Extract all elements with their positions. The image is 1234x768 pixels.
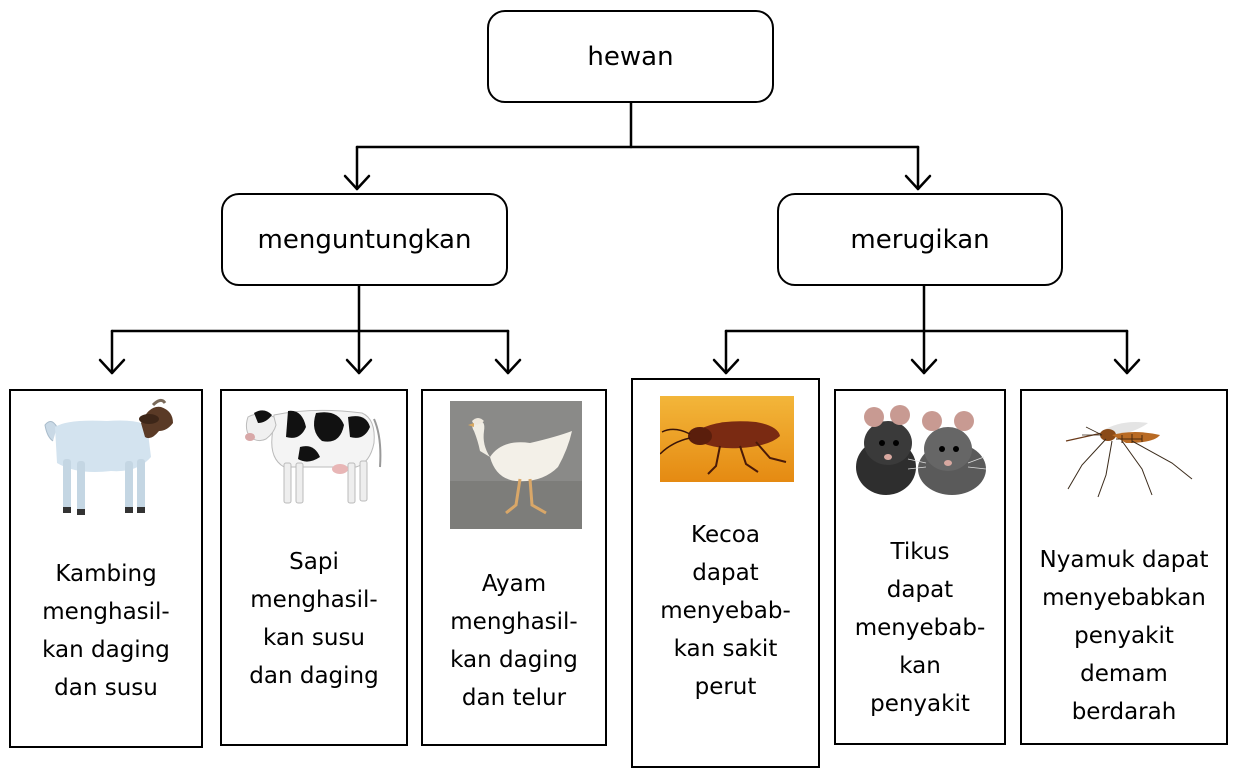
cockroach-text-line: kan sakit (673, 636, 778, 662)
animal-card-goat: Kambing menghasil- kan daging dan susu (9, 389, 203, 748)
mosquito-text-line: Nyamuk dapat (1039, 547, 1209, 573)
animal-card-chicken: Ayam menghasil- kan daging dan telur (421, 389, 607, 746)
mosquito-text-line: berdarah (1071, 699, 1177, 725)
mosquito-image (1042, 405, 1210, 501)
rat-text-line: dapat (886, 577, 954, 603)
cockroach-text-line: dapat (692, 560, 759, 586)
rat-description: Tikus dapat menyebab- kan penyakit (840, 533, 1000, 723)
chicken-text-line: kan daging (450, 647, 578, 673)
rat-text-line: Tikus (890, 539, 950, 565)
goat-image (37, 397, 177, 519)
category-label-harmful: merugikan (850, 224, 990, 255)
goat-text-line: Kambing (55, 561, 157, 587)
rat-text-line: menyebab- (854, 615, 986, 641)
cow-image (244, 397, 386, 509)
category-label-beneficial: menguntungkan (257, 224, 472, 255)
root-node: hewan (487, 10, 774, 103)
cow-text-line: dan daging (249, 663, 379, 689)
mosquito-description: Nyamuk dapat menyebabkan penyakit demam … (1022, 541, 1226, 731)
cockroach-text-line: menyebab- (660, 598, 791, 624)
mosquito-text-line: demam (1080, 661, 1168, 687)
animal-card-mosquito: Nyamuk dapat menyebabkan penyakit demam … (1020, 389, 1228, 745)
animal-card-rat: Tikus dapat menyebab- kan penyakit (834, 389, 1006, 745)
chicken-text-line: Ayam (481, 571, 547, 597)
cockroach-description: Kecoa dapat menyebab- kan sakit perut (637, 516, 814, 706)
category-node-beneficial: menguntungkan (221, 193, 508, 286)
goat-text-line: kan daging (42, 637, 170, 663)
mosquito-text-line: menyebabkan (1042, 585, 1206, 611)
goat-text-line: menghasil- (42, 599, 170, 625)
goat-description: Kambing menghasil- kan daging dan susu (15, 555, 197, 707)
chicken-description: Ayam menghasil- kan daging dan telur (427, 565, 601, 717)
goat-text-line: dan susu (54, 675, 158, 701)
chicken-text-line: menghasil- (450, 609, 578, 635)
cockroach-text-line: perut (694, 674, 757, 700)
cow-description: Sapi menghasil- kan susu dan daging (226, 543, 402, 695)
rat-image (856, 397, 988, 497)
chicken-image (450, 401, 582, 529)
animal-card-cockroach: Kecoa dapat menyebab- kan sakit perut (631, 378, 820, 768)
cockroach-image (660, 396, 794, 482)
animal-card-cow: Sapi menghasil- kan susu dan daging (220, 389, 408, 746)
mosquito-text-line: penyakit (1074, 623, 1174, 649)
rat-text-line: penyakit (870, 691, 970, 717)
cow-text-line: menghasil- (250, 587, 378, 613)
cow-text-line: kan susu (262, 625, 366, 651)
cow-text-line: Sapi (289, 549, 339, 575)
cockroach-text-line: Kecoa (691, 522, 760, 548)
category-node-harmful: merugikan (777, 193, 1063, 286)
root-label: hewan (587, 41, 674, 72)
rat-text-line: kan (899, 653, 941, 679)
chicken-text-line: dan telur (461, 685, 567, 711)
